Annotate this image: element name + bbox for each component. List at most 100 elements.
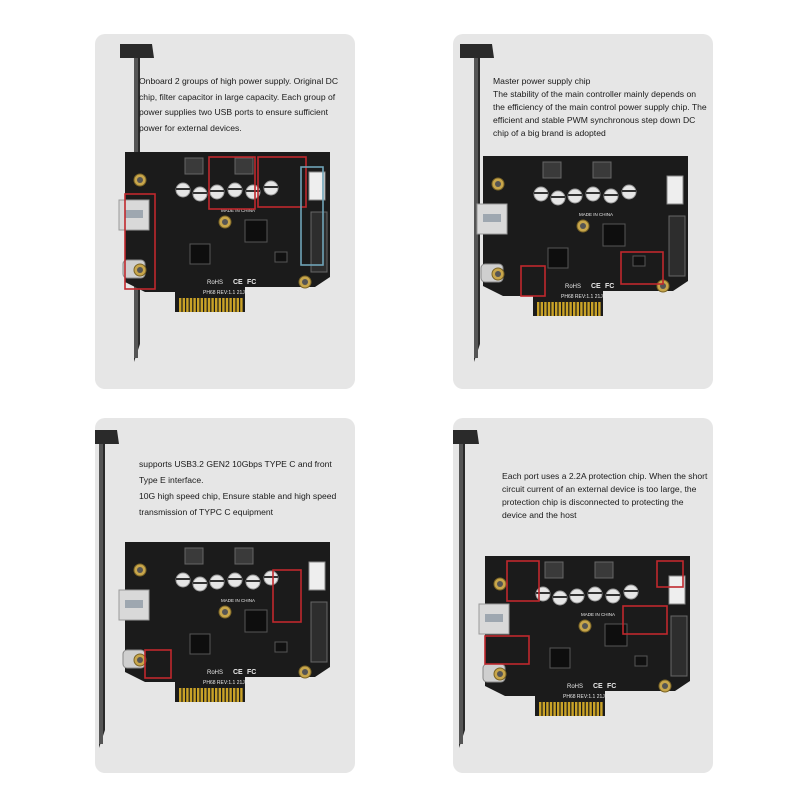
silk-rohs: RoHS: [207, 280, 223, 286]
gold-finger: [189, 298, 193, 312]
silk-made-in: MADE IN CHINA: [579, 212, 613, 217]
gold-finger: [565, 302, 569, 316]
gold-finger: [585, 702, 589, 716]
small-chip: [274, 251, 288, 263]
capacitor-band: [210, 580, 224, 582]
pcie-card-photo: MADE IN CHINA RoHS PH68 REV:1.1 21J11 CE FC: [460, 44, 688, 362]
gold-finger: [240, 298, 243, 312]
type-e-connector: [668, 215, 686, 277]
capacitor-band: [264, 186, 278, 188]
gold-finger: [551, 302, 554, 316]
capacitor-band: [534, 192, 548, 194]
gold-finger: [215, 298, 218, 312]
capacitor-band: [228, 578, 242, 580]
silk-fc: FC: [607, 683, 616, 690]
gold-finger: [562, 302, 565, 316]
type-e-header: [668, 575, 686, 605]
caption-line: The stability of the main controller mai…: [493, 89, 707, 138]
mounting-hole-center: [302, 669, 308, 675]
bracket-edge: [99, 444, 103, 744]
bracket-edge: [459, 444, 463, 744]
silk-fc: FC: [247, 669, 256, 676]
gold-finger: [540, 302, 543, 316]
silk-made-in: MADE IN CHINA: [581, 612, 615, 617]
mounting-hole-center: [137, 657, 143, 663]
caption-type-c: supports USB3.2 GEN2 10Gbps TYPE C and f…: [139, 456, 349, 520]
gold-finger: [236, 298, 239, 312]
gold-finger: [557, 702, 560, 716]
inductor: [592, 161, 612, 179]
caption-line: Each port uses a 2.2A protection chip. W…: [502, 471, 708, 520]
gold-finger: [222, 688, 225, 702]
silk-model: PH68 REV:1.1 21J11: [203, 680, 250, 686]
gold-finger: [222, 298, 225, 312]
highlight-box: [484, 635, 530, 665]
gold-finger: [567, 702, 571, 716]
silk-model: PH68 REV:1.1 21J11: [561, 294, 608, 300]
silk-rohs: RoHS: [565, 284, 581, 290]
gold-finger: [211, 298, 214, 312]
inductor: [542, 161, 562, 179]
gold-finger: [200, 688, 203, 702]
caption-line: Onboard 2 groups of high power supply. O…: [139, 76, 339, 133]
mounting-hole-center: [222, 219, 228, 225]
controller-chip: [244, 609, 268, 633]
usb-chip: [189, 243, 211, 265]
gold-finger: [186, 298, 189, 312]
inductor: [234, 547, 254, 565]
capacitor-band: [193, 582, 207, 584]
gold-finger: [233, 688, 236, 702]
gold-finger: [200, 298, 203, 312]
highlight-box: [300, 166, 324, 266]
capacitor-band: [622, 190, 636, 192]
capacitor-band: [551, 196, 565, 198]
capacitor-band: [568, 194, 582, 196]
silk-fc: FC: [247, 279, 256, 286]
silk-ce: CE: [591, 283, 601, 290]
capacitor-band: [624, 590, 638, 592]
highlight-box: [506, 560, 540, 602]
gold-finger: [207, 298, 211, 312]
highlight-box: [656, 560, 684, 588]
silk-ce: CE: [233, 279, 243, 286]
gold-finger: [179, 688, 182, 702]
gold-finger: [218, 688, 221, 702]
gold-finger: [564, 702, 567, 716]
capacitor-band: [210, 190, 224, 192]
capacitor-band: [246, 190, 260, 192]
gold-finger: [580, 302, 583, 316]
silk-fc: FC: [605, 283, 614, 290]
gold-finger: [558, 302, 561, 316]
small-chip: [634, 655, 648, 667]
usb-a-tongue: [125, 210, 143, 218]
silk-model: PH68 REV:1.1 21J11: [203, 290, 250, 296]
gold-finger: [600, 702, 603, 716]
gold-finger: [594, 302, 597, 316]
capacitor-band: [536, 592, 550, 594]
gold-finger: [555, 302, 558, 316]
gold-finger: [225, 688, 229, 702]
mounting-hole-center: [580, 223, 586, 229]
highlight-box: [620, 251, 664, 285]
caption-line: 10G high speed chip, Ensure stable and h…: [139, 491, 337, 517]
controller-chip: [602, 223, 626, 247]
mounting-hole-center: [222, 609, 228, 615]
highlight-box: [257, 156, 307, 208]
usb-a-tongue: [125, 600, 143, 608]
bracket: [453, 430, 479, 748]
mounting-hole-center: [137, 177, 143, 183]
highlight-box: [144, 649, 172, 679]
gold-finger: [544, 302, 547, 316]
pcb-board: MADE IN CHINA RoHS PH68 REV:1.1 21J11 CE FC: [476, 156, 688, 316]
gold-finger: [233, 298, 236, 312]
bracket-plate: [453, 430, 479, 748]
gold-finger: [236, 688, 239, 702]
mounting-hole-center: [302, 279, 308, 285]
capacitor-band: [228, 188, 242, 190]
gold-finger: [573, 302, 576, 316]
gold-finger: [240, 688, 243, 702]
gold-finger: [589, 702, 592, 716]
